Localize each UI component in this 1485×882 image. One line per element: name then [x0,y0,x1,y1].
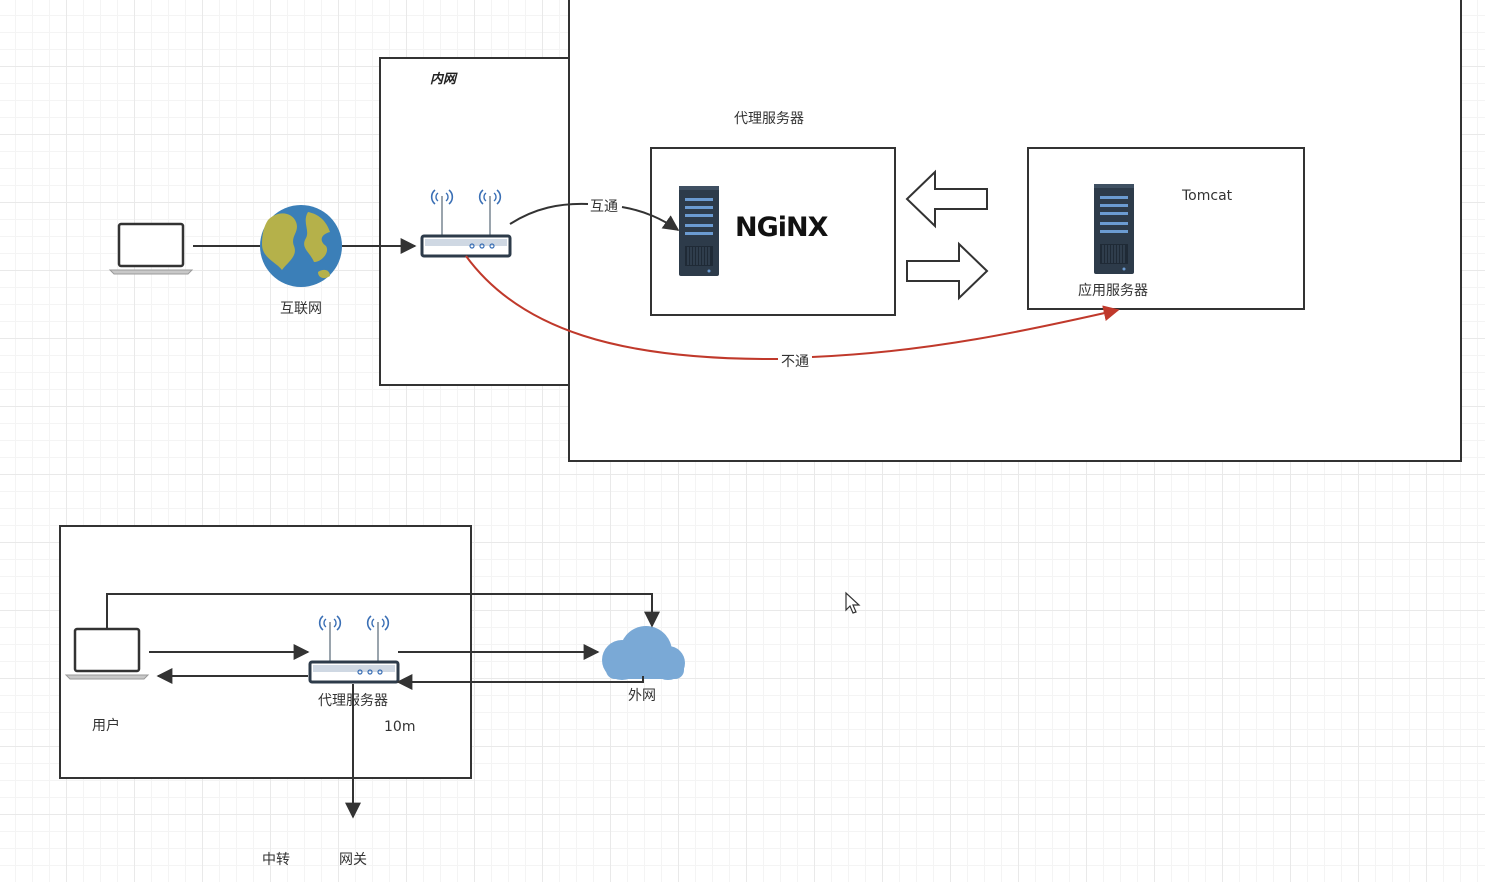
tomcat-server-icon [1093,183,1135,275]
intranet-label: 内网 [430,71,458,87]
cloud-icon [602,626,685,680]
left-block-arrow [905,169,988,229]
user-direct-to-cloud-arrow [106,593,660,629]
tomcat-label: Tomcat [1181,188,1233,204]
laptop-icon [108,222,194,276]
external-net-label: 外网 [628,688,656,704]
blocked-label: 不通 [781,354,809,370]
intranet-zone[interactable] [379,57,570,386]
relay-label: 中转 [262,852,290,868]
globe-icon [260,205,342,287]
connected-curve-b [621,206,680,231]
speed-label: 10m [384,719,415,735]
proxy-server-title: 代理服务器 [734,111,804,127]
internet-label: 互联网 [280,301,322,317]
mouse-cursor-icon [845,591,861,614]
nginx-server-icon [678,185,720,277]
right-block-arrow [906,241,989,301]
tomcat-box[interactable] [1027,147,1305,310]
app-server-label: 应用服务器 [1078,282,1148,299]
connected-curve-a [509,202,589,225]
nginx-logo: NGiNX [735,212,829,243]
connected-label: 互通 [590,199,618,215]
cloud-to-proxy-arrow [396,674,644,690]
user-laptop-icon [64,627,150,681]
gateway-label: 网关 [339,852,367,868]
user-label: 用户 [92,717,120,734]
blocked-curve-b [811,305,1120,358]
blocked-curve-a [465,255,779,361]
